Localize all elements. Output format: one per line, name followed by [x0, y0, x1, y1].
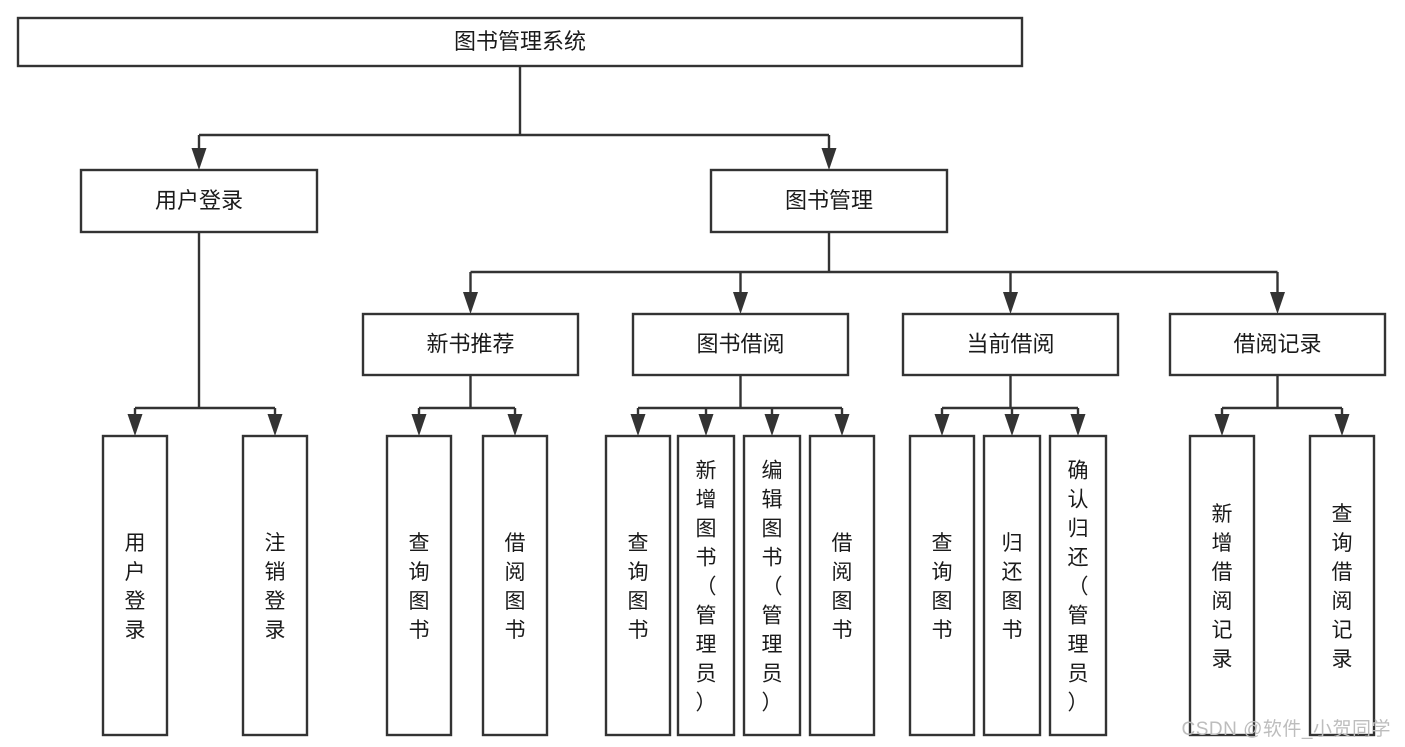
leaf-node-label: 用户登录 — [125, 532, 146, 642]
leaf-node-label: 新增借阅记录 — [1212, 503, 1233, 671]
leaf-node-label: 查询图书 — [628, 532, 649, 642]
arrow-head — [834, 414, 850, 436]
arrow-head — [1334, 414, 1350, 436]
arrow-head — [1003, 292, 1018, 314]
root-node-label: 图书管理系统 — [454, 29, 586, 54]
level2-node-0[interactable]: 用户登录 — [79, 168, 319, 234]
arrow-head — [1004, 414, 1020, 436]
level2-node-label: 图书管理 — [785, 188, 873, 213]
leaf-node-2[interactable]: 查询图书 — [385, 434, 453, 737]
node-layer: 图书管理系统用户登录图书管理新书推荐图书借阅当前借阅借阅记录用户登录注销登录查询… — [16, 16, 1387, 737]
level3-node-3[interactable]: 借阅记录 — [1168, 312, 1387, 377]
level2-node-1[interactable]: 图书管理 — [709, 168, 949, 234]
leaf-node-box[interactable] — [481, 434, 549, 737]
level3-node-label: 当前借阅 — [966, 331, 1054, 356]
arrow-head — [821, 148, 837, 170]
arrow-head — [127, 414, 143, 436]
leaf-node-label: 借阅图书 — [505, 532, 526, 642]
level3-node-box[interactable] — [1168, 312, 1387, 377]
arrow-head — [463, 292, 478, 314]
arrow-head — [267, 414, 283, 436]
leaf-node-label: 确认归还（管理员） — [1068, 460, 1089, 715]
arrow-head — [191, 148, 207, 170]
leaf-node-1[interactable]: 注销登录 — [241, 434, 309, 737]
leaf-node-box[interactable] — [1308, 434, 1376, 737]
leaf-node-8[interactable]: 查询图书 — [908, 434, 976, 737]
leaf-node-box[interactable] — [101, 434, 169, 737]
level3-node-2[interactable]: 当前借阅 — [901, 312, 1120, 377]
arrow-head — [411, 414, 427, 436]
leaf-node-label: 归还图书 — [1002, 532, 1023, 642]
arrow-head — [1070, 414, 1086, 436]
level3-node-box[interactable] — [901, 312, 1120, 377]
leaf-node-0[interactable]: 用户登录 — [101, 434, 169, 737]
leaf-node-box[interactable] — [604, 434, 672, 737]
leaf-node-9[interactable]: 归还图书 — [982, 434, 1042, 737]
level3-node-1[interactable]: 图书借阅 — [631, 312, 850, 377]
leaf-node-6[interactable]: 编辑图书（管理员） — [742, 434, 802, 737]
leaf-node-box[interactable] — [982, 434, 1042, 737]
leaf-node-label: 新增图书（管理员） — [696, 460, 717, 715]
arrow-head — [1214, 414, 1230, 436]
leaf-node-label: 查询借阅记录 — [1332, 503, 1353, 671]
leaf-node-box[interactable] — [1188, 434, 1256, 737]
level3-node-label: 借阅记录 — [1233, 331, 1321, 356]
leaf-node-box[interactable] — [676, 434, 736, 737]
level2-node-label: 用户登录 — [155, 188, 243, 213]
leaf-node-label: 查询图书 — [409, 532, 430, 642]
leaf-node-box[interactable] — [808, 434, 876, 737]
leaf-node-label: 借阅图书 — [832, 532, 853, 642]
leaf-node-11[interactable]: 新增借阅记录 — [1188, 434, 1256, 737]
arrow-head — [698, 414, 714, 436]
level2-node-box[interactable] — [709, 168, 949, 234]
leaf-node-label: 编辑图书（管理员） — [762, 460, 783, 715]
leaf-node-3[interactable]: 借阅图书 — [481, 434, 549, 737]
leaf-node-12[interactable]: 查询借阅记录 — [1308, 434, 1376, 737]
leaf-node-box[interactable] — [1048, 434, 1108, 737]
level3-node-label: 新书推荐 — [426, 331, 514, 356]
leaf-node-box[interactable] — [241, 434, 309, 737]
level3-node-0[interactable]: 新书推荐 — [361, 312, 580, 377]
leaf-node-10[interactable]: 确认归还（管理员） — [1048, 434, 1108, 737]
leaf-node-5[interactable]: 新增图书（管理员） — [676, 434, 736, 737]
leaf-node-box[interactable] — [742, 434, 802, 737]
leaf-node-label: 注销登录 — [265, 532, 286, 642]
leaf-node-7[interactable]: 借阅图书 — [808, 434, 876, 737]
connector-layer — [127, 66, 1350, 436]
root-node-box[interactable] — [16, 16, 1024, 68]
arrow-head — [733, 292, 748, 314]
arrow-head — [934, 414, 950, 436]
leaf-node-label: 查询图书 — [932, 532, 953, 642]
arrow-head — [764, 414, 780, 436]
level3-node-box[interactable] — [361, 312, 580, 377]
leaf-node-box[interactable] — [908, 434, 976, 737]
root-node-0[interactable]: 图书管理系统 — [16, 16, 1024, 68]
arrow-head — [630, 414, 646, 436]
arrow-head — [507, 414, 523, 436]
level3-node-box[interactable] — [631, 312, 850, 377]
level2-node-box[interactable] — [79, 168, 319, 234]
leaf-node-box[interactable] — [385, 434, 453, 737]
level3-node-label: 图书借阅 — [696, 331, 784, 356]
leaf-node-4[interactable]: 查询图书 — [604, 434, 672, 737]
arrow-head — [1270, 292, 1285, 314]
